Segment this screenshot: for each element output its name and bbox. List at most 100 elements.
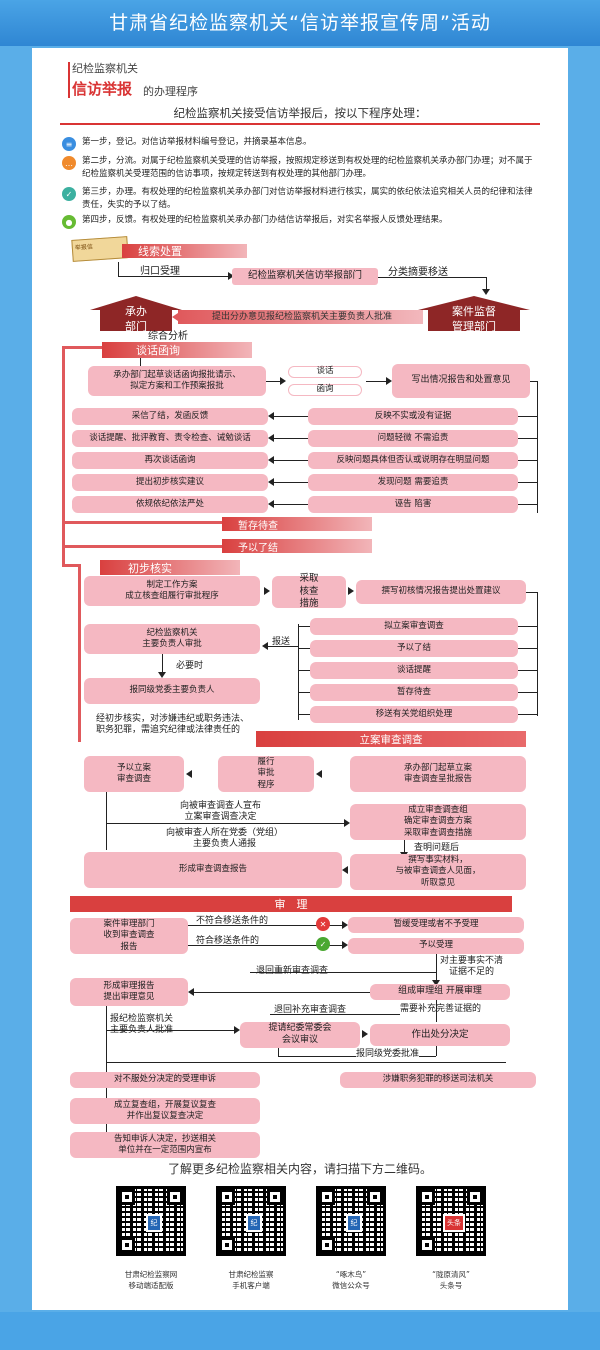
qr-logo-icon: 头条 [443,1214,465,1232]
page-title: 甘肃省纪检监察机关“信访举报宣传周”活动 [0,0,600,46]
box-zucheng: 组成审理组 开展审理 [370,984,510,1000]
qr-code[interactable]: 纪 [116,1186,186,1256]
box-xingcheng: 形成审查调查报告 [84,852,342,888]
box-baotong: 报同级党委主要负责人 [84,678,260,704]
subtitle-highlight: 信访举报 [72,80,133,98]
stage-xiansuo: 线索处置 [122,244,247,258]
label-tuihui2: 退回补充审查调查 [274,1005,347,1015]
box-hanxun: 函询 [288,384,362,396]
label-xiang1: 向被审查调查人宣布 立案审查调查决定 [180,801,262,823]
label-fenlei: 分类摘要移送 [388,267,448,278]
box-caiqu: 采取 核查 措施 [272,573,346,609]
footer-more: 了解更多纪检监察相关内容，请扫描下方二维码。 [167,1162,432,1176]
qr-caption: 甘肃纪检监察 手机客户端 [228,1270,274,1290]
box-zuochu: 作出处分决定 [370,1024,510,1046]
box-right1: 发现问题 需要追责 [308,474,518,491]
box-chengli: 成立审查调查组 确定审查调查方案 采取审查调查措施 [350,804,526,840]
box-tiqing: 提请纪委常委会 会议审议 [240,1022,360,1048]
box-gaozhi: 告知申诉人决定，抄送相关 单位并在一定范围内宣布 [70,1132,260,1158]
label-bufuhe: 不符合移送条件的 [196,916,269,926]
stage-zancun1: 暂存待查 [222,517,372,532]
box-shexian: 涉嫌职务犯罪的移送司法机关 [340,1072,536,1088]
qr-code[interactable]: 纪 [316,1186,386,1256]
qr-logo-icon: 纪 [346,1214,362,1232]
subtitle-bar [68,62,70,98]
box-left1: 提出初步核实建议 [72,474,268,491]
label-xuyao: 需要补充完善证据的 [400,1004,482,1014]
label-tichu: 提出分办意见报纪检监察机关主要负责人批准 [212,312,393,322]
box-right2: 拟立案审查调查 [310,618,518,635]
stage-yuyi1: 予以了结 [222,539,372,554]
box-yuyi-shou: 予以受理 [348,938,524,954]
box-zhuanxie: 撰写初核情况报告提出处置建议 [356,580,526,604]
label-biyao: 必要时 [176,661,204,671]
box-xingcheng2: 形成审理报告 提出审理意见 [70,978,188,1006]
chat-icon: … [62,156,76,170]
step-text: 第三步，办理。有权处理的纪检监察机关承办部门对信访举报材料进行核实，属实的依纪依… [82,187,533,210]
label-guikou: 归口受理 [140,266,180,277]
check-icon: ✓ [62,187,76,201]
qr-logo-icon: 纪 [146,1214,162,1232]
qr-caption: 甘肃纪检监察网 移动端适配版 [124,1270,178,1290]
label-baosong: 报送 [272,637,291,647]
box-chengban2: 承办部门起草立案 审查调查呈批报告 [350,756,526,792]
label-fuhe: 符合移送条件的 [196,936,260,946]
dept-anjian: 案件监督 管理部门 [428,305,520,333]
box-left1: 采信了结，发函反馈 [72,408,268,425]
label-tuihui: 退回重新审查调查 [256,966,329,976]
box-tanhua: 谈话 [288,366,362,378]
envelope-icon: 举报信 [71,236,129,262]
label-baoji: 报纪检监察机关 主要负责人批准 [110,1014,174,1036]
procedure-banner: 纪检监察机关接受信访举报后，按以下程序处理： [173,106,427,120]
document-icon: ≡ [62,137,76,151]
box-shouzhi: 案件审理部门 收到审查调查 报告 [70,918,188,954]
box-qicao: 承办部门起草谈话函询报批请示、 拟定方案和工作预案报批 [88,366,266,396]
label-zonghe: 综合分析 [148,331,188,342]
box-bufu: 对不服处分决定的受理申诉 [70,1072,260,1088]
step-text: 第四步，反馈。有权处理的纪检监察机关承办部门办结信访举报后，对实名举报人反馈处理… [82,215,448,225]
stage-chubu: 初步核实 [100,560,240,575]
box-jieshou: 纪检监察机关信访举报部门 [232,268,378,285]
box-jiguan1: 纪检监察机关 主要负责人审批 [84,624,260,654]
box-right2: 暂存待查 [310,684,518,701]
box-fuyi: 成立复查组，开展复议复查 并作出复议复查决定 [70,1098,260,1124]
label-baotongji: 报同级党委批准 [356,1049,420,1061]
step-text: 第二步，分流。对属于纪检监察机关受理的信访举报，按照规定移送到有权处理的纪检监察… [82,156,533,179]
box-xiechu: 写出情况报告和处置意见 [392,364,530,398]
envelope-label: 举报信 [74,243,94,252]
cross-icon: ✕ [316,917,330,931]
qr-caption: “陇原清风” 头条号 [432,1270,470,1290]
footer-band [0,1312,600,1350]
box-zanhuan: 暂缓受理或者不予受理 [348,917,524,933]
subtitle-line1: 纪检监察机关 [72,62,138,75]
qr-code[interactable]: 头条 [416,1186,486,1256]
box-right1: 反映问题具体但否认或说明存在明显问题 [308,452,518,469]
banner-underline [60,123,540,125]
box-left1: 谈话提醒、批评教育、责令检查、诫勉谈话 [72,430,268,447]
box-right2: 予以了结 [310,640,518,657]
qr-code[interactable]: 纪 [216,1186,286,1256]
label-chaming: 查明问题后 [414,843,460,853]
subtitle-line2: 的办理程序 [143,85,198,98]
label-jing: 经初步核实，对涉嫌违纪或职务违法、 职务犯罪，需追究纪律或法律责任的 [96,714,250,736]
label-duizhu: 对主要事实不清 证据不足的 [440,956,504,978]
box-zhuanxie2: 撰写事实材料， 与被审查调查人见面， 听取意见 [350,854,526,890]
box-right1: 反映不实或没有证据 [308,408,518,425]
stage-shenli: 审 理 [70,896,512,912]
qr-caption: “啄木鸟” 微信公众号 [332,1270,370,1290]
person-icon: ● [62,215,76,229]
label-xiang2: 向被审查人所在党委（党组） 主要负责人通报 [166,828,284,850]
box-left1: 再次谈话函询 [72,452,268,469]
box-lvxing: 履行 审批 程序 [218,756,314,792]
box-right2: 谈话提醒 [310,662,518,679]
box-zhiding: 制定工作方案 成立核查组履行审批程序 [84,576,260,606]
box-right1: 问题轻微 不需追责 [308,430,518,447]
box-yuyi-lian: 予以立案 审查调查 [84,756,184,792]
stage-lian: 立案审查调查 [256,731,526,747]
box-right1: 诬告 陷害 [308,496,518,513]
qr-logo-icon: 纪 [246,1214,262,1232]
box-right2: 移送有关党组织处理 [310,706,518,723]
box-left1: 依规依纪依法严处 [72,496,268,513]
check-icon: ✓ [316,937,330,951]
dept-chengban: 承办 部门 [100,305,172,333]
